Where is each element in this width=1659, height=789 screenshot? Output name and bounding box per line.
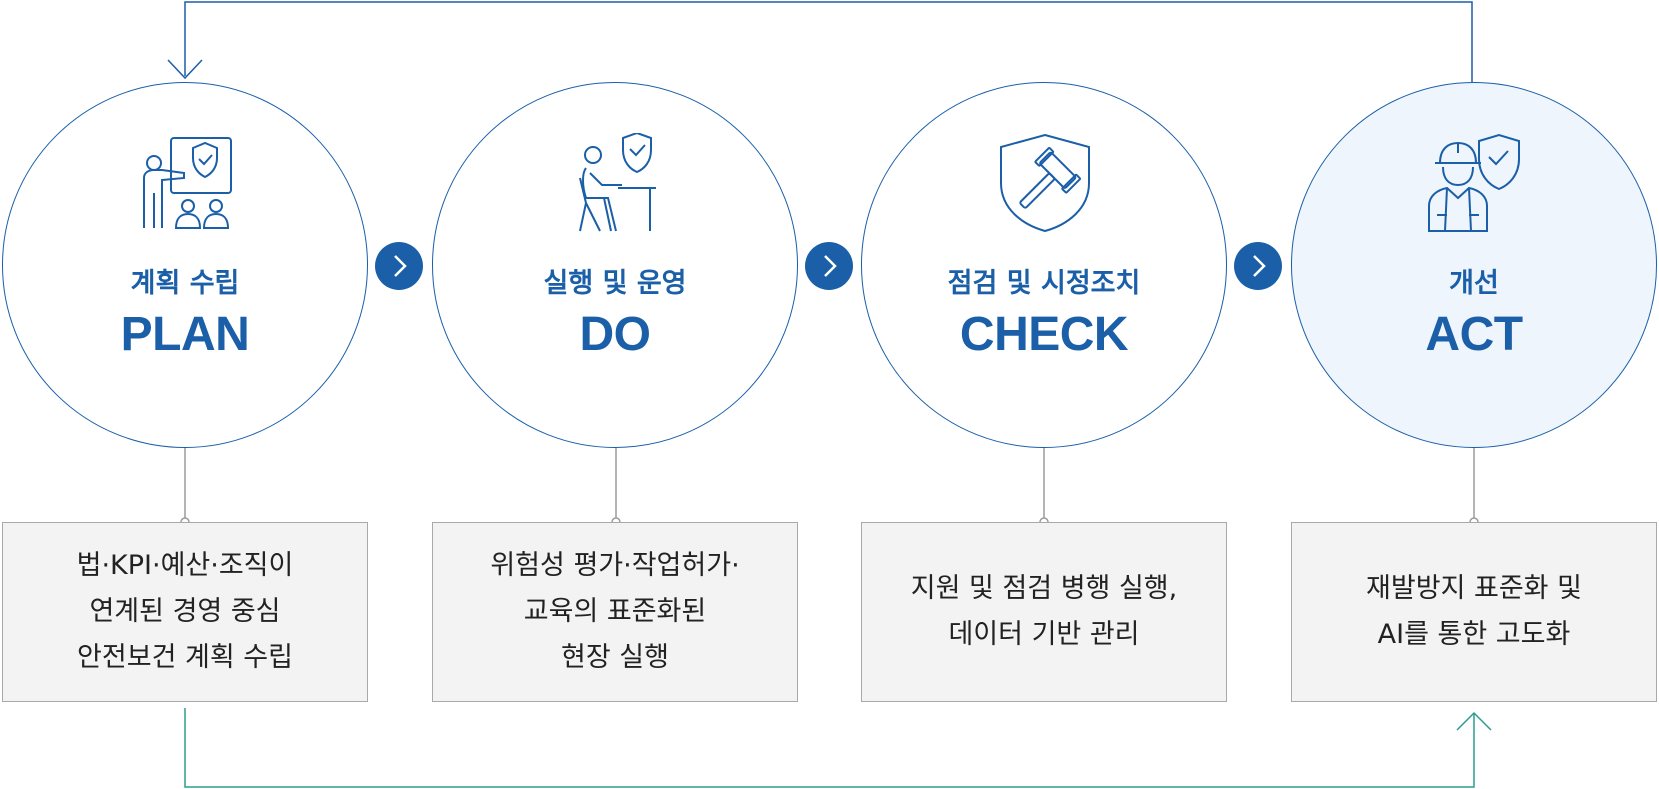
- description-line: 지원 및 점검 병행 실행,: [910, 573, 1178, 604]
- chevron-right-icon: [394, 255, 407, 277]
- description-line: 교육의 표준화된: [523, 596, 707, 627]
- step-check-kr-title: 점검 및 시정조치: [947, 268, 1141, 299]
- description-line: AI를 통한 고도화: [1377, 619, 1571, 650]
- chevron-right-icon: [1253, 255, 1266, 277]
- step-do-circle: 실행 및 운영 DO: [432, 82, 798, 448]
- description-line: 안전보건 계획 수립: [77, 642, 293, 673]
- next-arrow-1: [375, 242, 423, 290]
- description-line: 법·KPI·예산·조직이: [76, 550, 294, 581]
- step-do-kr-title: 실행 및 운영: [543, 268, 687, 299]
- helmet-worker-shield-icon: [1428, 133, 1520, 232]
- step-do-description: 위험성 평가·작업허가· 교육의 표준화된 현장 실행: [432, 522, 798, 702]
- step-do-en-title: DO: [579, 308, 652, 361]
- step-act-en-title: ACT: [1425, 308, 1523, 361]
- step-check-description: 지원 및 점검 병행 실행, 데이터 기반 관리: [861, 522, 1227, 702]
- description-line: 재발방지 표준화 및: [1366, 573, 1582, 604]
- description-line: 위험성 평가·작업허가·: [490, 550, 740, 581]
- step-check-circle: 점검 및 시정조치 CHECK: [861, 82, 1227, 448]
- step-act-description: 재발방지 표준화 및 AI를 통한 고도화: [1291, 522, 1657, 702]
- description-line: 연계된 경영 중심: [89, 596, 281, 627]
- step-act-kr-title: 개선: [1449, 268, 1499, 299]
- description-line: 데이터 기반 관리: [948, 619, 1140, 650]
- step-plan-kr-title: 계획 수립: [130, 268, 240, 299]
- step-plan-circle: 계획 수립 PLAN: [2, 82, 368, 448]
- presentation-shield-icon: [143, 137, 232, 229]
- feedback-loop-top: [184, 1, 1473, 82]
- gavel-shield-icon: [1000, 133, 1090, 233]
- next-arrow-2: [805, 242, 853, 290]
- description-line: 현장 실행: [561, 642, 669, 673]
- worker-desk-shield-icon: [579, 133, 656, 232]
- next-arrow-3: [1234, 242, 1282, 290]
- feedback-arrowhead-bottom: [1456, 711, 1492, 731]
- step-check-en-title: CHECK: [959, 308, 1129, 361]
- step-plan-description: 법·KPI·예산·조직이 연계된 경영 중심 안전보건 계획 수립: [2, 522, 368, 702]
- chevron-right-icon: [824, 255, 837, 277]
- stems: [180, 448, 1479, 527]
- feedback-loop-bottom: [184, 708, 1475, 788]
- step-plan-en-title: PLAN: [120, 308, 250, 361]
- step-act-circle: 개선 ACT: [1291, 82, 1657, 448]
- feedback-arrowhead-top: [167, 59, 203, 80]
